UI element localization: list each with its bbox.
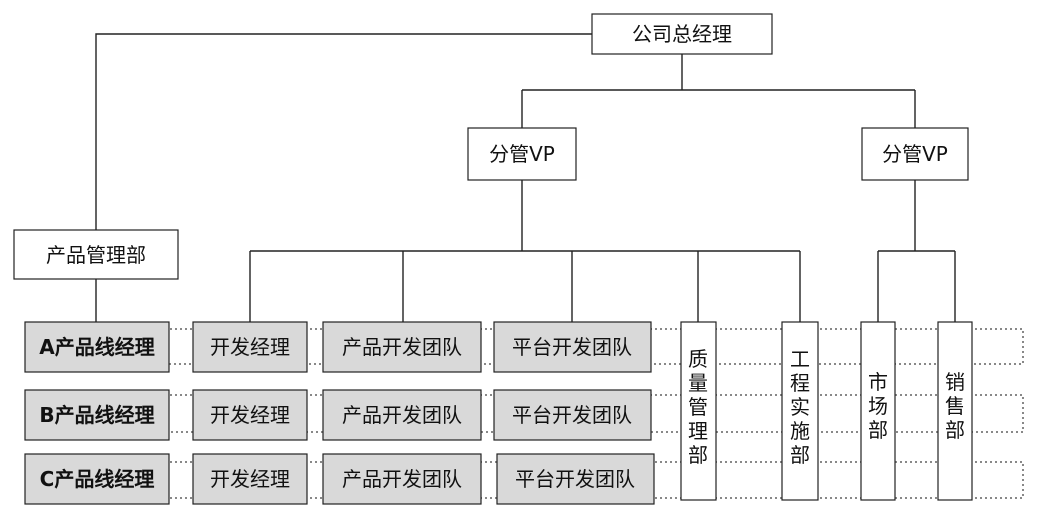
quality-dept-label: 质量管理部 bbox=[688, 347, 708, 467]
product-mgmt-box: 产品管理部 bbox=[13, 229, 179, 280]
line-c-product-team-label: 产品开发团队 bbox=[342, 467, 462, 491]
line-a-dev-label: 开发经理 bbox=[210, 335, 290, 359]
line-c-manager-label: C产品线经理 bbox=[40, 467, 155, 491]
engineering-dept-box: 工程实施部 bbox=[781, 321, 819, 501]
line-b-manager-label: B产品线经理 bbox=[39, 403, 154, 427]
connectors bbox=[95, 33, 956, 322]
ceo-box: 公司总经理 bbox=[591, 13, 773, 55]
line-c-platform-team-label: 平台开发团队 bbox=[515, 467, 635, 491]
line-b-dev-label: 开发经理 bbox=[210, 403, 290, 427]
line-b-platform-team-label: 平台开发团队 bbox=[512, 403, 632, 427]
ceo-label: 公司总经理 bbox=[632, 22, 732, 46]
sales-dept-box: 销售部 bbox=[937, 321, 973, 501]
line-a-manager-label: A产品线经理 bbox=[39, 335, 154, 359]
line-a-platform-team-label: 平台开发团队 bbox=[512, 335, 632, 359]
market-dept-box: 市场部 bbox=[860, 321, 896, 501]
line-c-dev-label: 开发经理 bbox=[210, 467, 290, 491]
product-mgmt-label: 产品管理部 bbox=[46, 243, 146, 267]
vp-right-box: 分管VP bbox=[861, 127, 969, 181]
vp-left-box: 分管VP bbox=[467, 127, 577, 181]
sales-dept-label: 销售部 bbox=[945, 370, 965, 442]
line-a-product-team-label: 产品开发团队 bbox=[342, 335, 462, 359]
vp-left-label: 分管VP bbox=[489, 142, 555, 166]
quality-dept-box: 质量管理部 bbox=[680, 321, 717, 501]
engineering-dept-label: 工程实施部 bbox=[790, 347, 810, 467]
line-c-row: C产品线经理 开发经理 产品开发团队 平台开发团队 bbox=[24, 453, 655, 505]
line-b-row: B产品线经理 开发经理 产品开发团队 平台开发团队 bbox=[24, 389, 652, 441]
market-dept-label: 市场部 bbox=[868, 370, 888, 442]
line-b-product-team-label: 产品开发团队 bbox=[342, 403, 462, 427]
vp-right-label: 分管VP bbox=[882, 142, 948, 166]
line-a-row: A产品线经理 开发经理 产品开发团队 平台开发团队 bbox=[24, 321, 652, 373]
